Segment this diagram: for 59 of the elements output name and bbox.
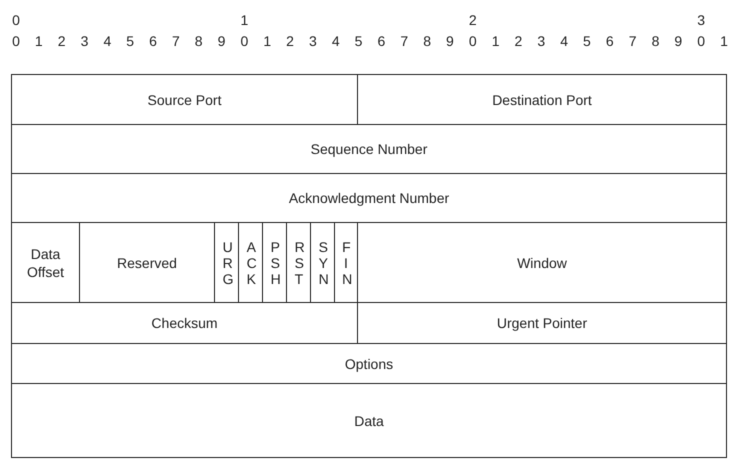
bit-number: 2 — [58, 33, 66, 49]
bit-number: 0 — [240, 33, 248, 49]
bit-number: 5 — [126, 33, 134, 49]
bit-number: 3 — [309, 33, 317, 49]
field-name: Urgent Pointer — [496, 314, 588, 332]
flag-name: URG — [222, 238, 230, 286]
field-name: Window — [516, 254, 568, 272]
field-name: Data — [353, 412, 385, 430]
bit-number: 9 — [446, 33, 454, 49]
bit-number: 8 — [652, 33, 660, 49]
bit-number: 6 — [606, 33, 614, 49]
bit-number: 4 — [560, 33, 568, 49]
bit-number: 3 — [697, 12, 706, 28]
bit-number: 5 — [354, 33, 362, 49]
bit-number: 0 — [468, 33, 477, 49]
bit-number: 9 — [218, 33, 226, 49]
bit-number: 7 — [400, 33, 408, 49]
field-name: Sequence Number — [310, 140, 428, 158]
field-name: Source Port — [146, 90, 222, 108]
bit-number: 0 — [12, 12, 20, 28]
bit-number: 1 — [492, 33, 500, 49]
bit-number: 1 — [240, 12, 248, 28]
bit-number: 2 — [514, 33, 522, 49]
bit-number: 4 — [103, 33, 112, 49]
bit-number: 0 — [12, 33, 20, 49]
bit-number: 6 — [378, 33, 386, 49]
bit-number: 9 — [674, 33, 682, 49]
bit-number: 7 — [172, 33, 180, 49]
field-name: Acknowledgment Number — [288, 189, 450, 207]
field-name: Destination Port — [491, 90, 593, 108]
bit-number: 3 — [80, 33, 88, 49]
flag-name: SYN — [318, 238, 326, 286]
bit-number: 6 — [149, 33, 157, 49]
bit-number: 1 — [34, 33, 43, 49]
bit-number: 2 — [286, 33, 294, 49]
field-name: Options — [344, 354, 394, 372]
bit-number: 5 — [583, 33, 591, 49]
bit-number: 8 — [423, 33, 431, 49]
bit-number: 1 — [720, 33, 728, 49]
bit-number: 7 — [628, 33, 637, 49]
field-name: Data Offset — [26, 244, 66, 280]
bit-number: 8 — [194, 33, 203, 49]
flag-name: FIN — [342, 238, 350, 286]
field-name: Reserved — [116, 254, 178, 272]
flag-name: PSH — [270, 238, 278, 286]
flag-name: ACK — [246, 238, 254, 286]
bit-number: 0 — [697, 33, 706, 49]
bit-number: 2 — [468, 12, 477, 28]
header-field — [357, 74, 727, 125]
header-field — [11, 173, 727, 223]
field-name: Checksum — [150, 314, 219, 332]
header-field — [11, 383, 727, 458]
bit-number: 1 — [263, 33, 272, 49]
bit-number: 3 — [537, 33, 546, 49]
header-field — [11, 124, 727, 174]
bit-number: 4 — [332, 33, 340, 49]
header-field — [11, 74, 358, 125]
flag-name: RST — [294, 238, 302, 286]
header-field — [11, 343, 727, 384]
